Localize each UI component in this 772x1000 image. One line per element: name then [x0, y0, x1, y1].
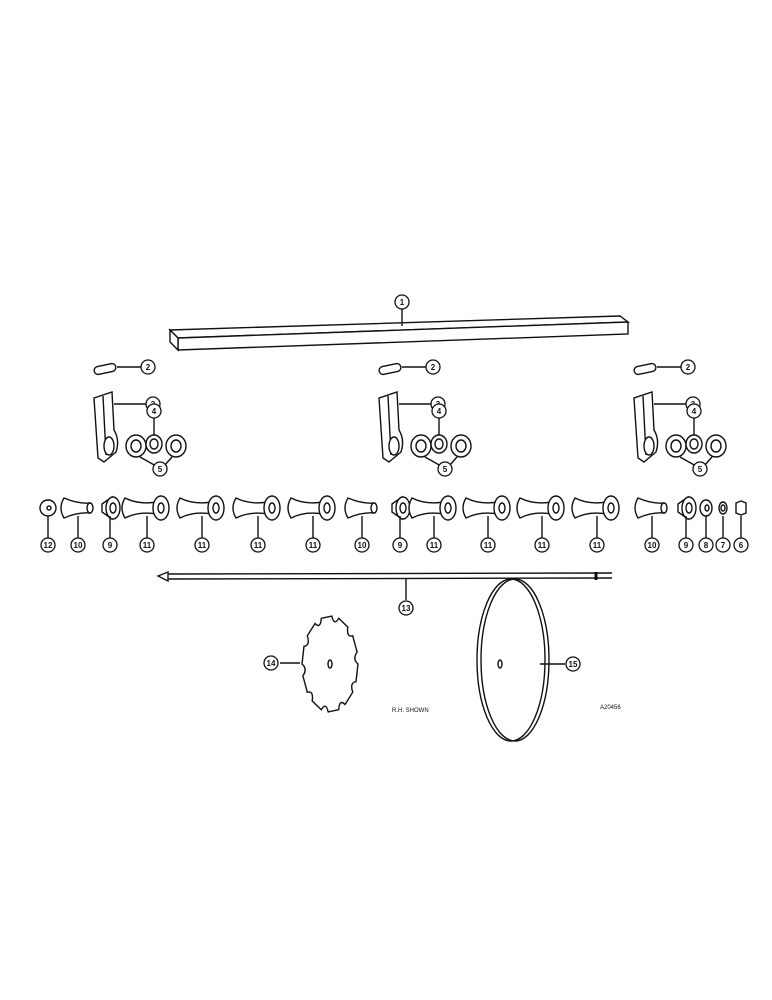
callout-7-label: 7 [721, 541, 726, 550]
callout-1: 1 [394, 294, 410, 310]
callout-4: 4 [431, 403, 447, 419]
callout-2-label: 2 [686, 363, 691, 372]
spacer-spool [571, 495, 620, 538]
bearing-spool [677, 495, 697, 538]
callout-5: 5 [152, 461, 168, 477]
plain-disc [476, 578, 565, 742]
callout-2-label: 2 [146, 363, 151, 372]
spacer-spool [462, 495, 511, 538]
callout-11-label: 11 [593, 541, 602, 550]
callout-11: 11 [305, 537, 321, 553]
callout-7: 7 [715, 537, 731, 553]
spacer-spool [287, 495, 336, 538]
callout-14: 14 [263, 655, 279, 671]
callout-4-label: 4 [152, 407, 157, 416]
callout-11: 11 [534, 537, 550, 553]
gang-shaft [156, 570, 613, 600]
callout-9-label: 9 [684, 541, 689, 550]
callout-11: 11 [589, 537, 605, 553]
callout-4: 4 [146, 403, 162, 419]
callout-11-label: 11 [430, 541, 439, 550]
callout-13: 13 [398, 600, 414, 616]
callout-9: 9 [392, 537, 408, 553]
callout-11: 11 [480, 537, 496, 553]
spacer-spool [121, 495, 170, 538]
bracket-assembly [93, 362, 187, 467]
callout-2: 2 [425, 359, 441, 375]
callout-5-label: 5 [698, 465, 703, 474]
bracket-assembly [633, 362, 727, 467]
callout-2-label: 2 [431, 363, 436, 372]
half-spool [344, 497, 378, 538]
callout-9: 9 [678, 537, 694, 553]
frame-bar [168, 308, 631, 352]
callout-6: 6 [733, 537, 749, 553]
half-spool [634, 497, 668, 538]
notched-disc [280, 615, 359, 713]
bumper [699, 499, 713, 538]
callout-11-label: 11 [309, 541, 318, 550]
callout-2: 2 [140, 359, 156, 375]
callout-10-label: 10 [358, 541, 367, 550]
callout-11: 11 [426, 537, 442, 553]
callout-11-label: 11 [254, 541, 263, 550]
callout-11-label: 11 [538, 541, 547, 550]
callout-12: 12 [40, 537, 56, 553]
callout-10: 10 [70, 537, 86, 553]
end-washer [39, 499, 57, 538]
callout-8-label: 8 [704, 541, 709, 550]
callout-5: 5 [437, 461, 453, 477]
spacer-spool [176, 495, 225, 538]
drawing-number: A20456 [600, 705, 621, 711]
spacer-spool [408, 495, 457, 538]
callout-11: 11 [194, 537, 210, 553]
callout-11: 11 [250, 537, 266, 553]
callout-5: 5 [692, 461, 708, 477]
callout-10-label: 10 [74, 541, 83, 550]
callout-11-label: 11 [143, 541, 152, 550]
callout-10: 10 [354, 537, 370, 553]
spacer-spool [232, 495, 281, 538]
bearing-spool [391, 495, 411, 538]
nut [735, 500, 747, 538]
callout-10: 10 [644, 537, 660, 553]
bracket-assembly [378, 362, 472, 467]
callout-15-label: 15 [569, 660, 578, 669]
callout-13-label: 13 [402, 604, 411, 613]
callout-4-label: 4 [437, 407, 442, 416]
callout-4: 4 [686, 403, 702, 419]
callout-4-label: 4 [692, 407, 697, 416]
callout-12-label: 12 [44, 541, 53, 550]
callout-2: 2 [680, 359, 696, 375]
callout-15: 15 [565, 656, 581, 672]
callout-5-label: 5 [443, 465, 448, 474]
callout-1-label: 1 [400, 298, 405, 307]
callout-9-label: 9 [398, 541, 403, 550]
callout-11-label: 11 [484, 541, 493, 550]
callout-9-label: 9 [108, 541, 113, 550]
bearing-spool [101, 495, 121, 538]
callout-11: 11 [139, 537, 155, 553]
callout-5-label: 5 [158, 465, 163, 474]
callout-10-label: 10 [648, 541, 657, 550]
callout-8: 8 [698, 537, 714, 553]
callout-14-label: 14 [267, 659, 276, 668]
washer [718, 501, 728, 538]
half-spool [60, 497, 94, 538]
callout-11-label: 11 [198, 541, 207, 550]
callout-9: 9 [102, 537, 118, 553]
spacer-spool [516, 495, 565, 538]
callout-6-label: 6 [739, 541, 744, 550]
note-rh-shown: R.H. SHOWN [392, 708, 429, 714]
